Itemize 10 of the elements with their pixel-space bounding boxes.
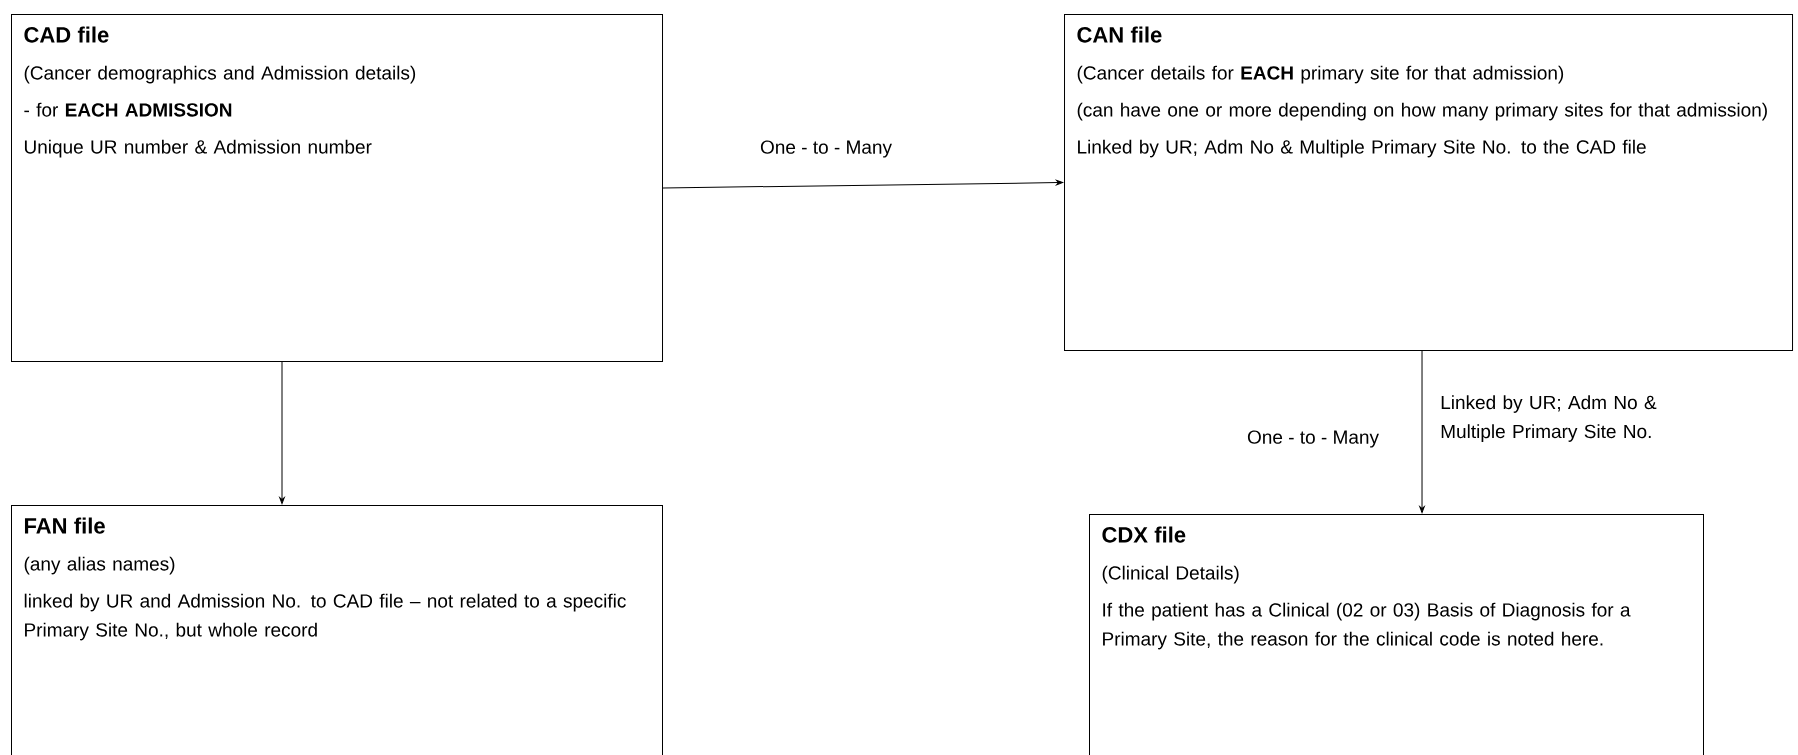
arrow [662,179,1064,189]
file-box: FAN file (any alias names) linked by UR and Admission No. to CAD file – not related to a specific Primary Site No., but whole record [11,505,663,755]
edge-label: One - to - Many [758,138,894,160]
file-box: CAN file (Cancer details for EACH primary site for that admission) (can have one or more depending on how many primary sites for that admission) Linked by UR; Adm No & Multiple Primary Site No. to the CAD file [1064,14,1794,351]
arrow [279,361,285,505]
note: Linked by UR; Adm No & Multiple Primary Site No. [1441,395,1657,442]
file-box: CAD file (Cancer demographics and Admission details) - for EACH ADMISSION Unique UR number & Admission number [11,14,663,362]
edge-label: One - to - Many [1245,428,1381,450]
arrow [1419,350,1425,514]
file-box: CDX file (Clinical Details) If the patient has a Clinical (02 or 03) Basis of Diagnosis for a Primary Site, the reason for the clinical code is noted here. [1089,514,1704,755]
